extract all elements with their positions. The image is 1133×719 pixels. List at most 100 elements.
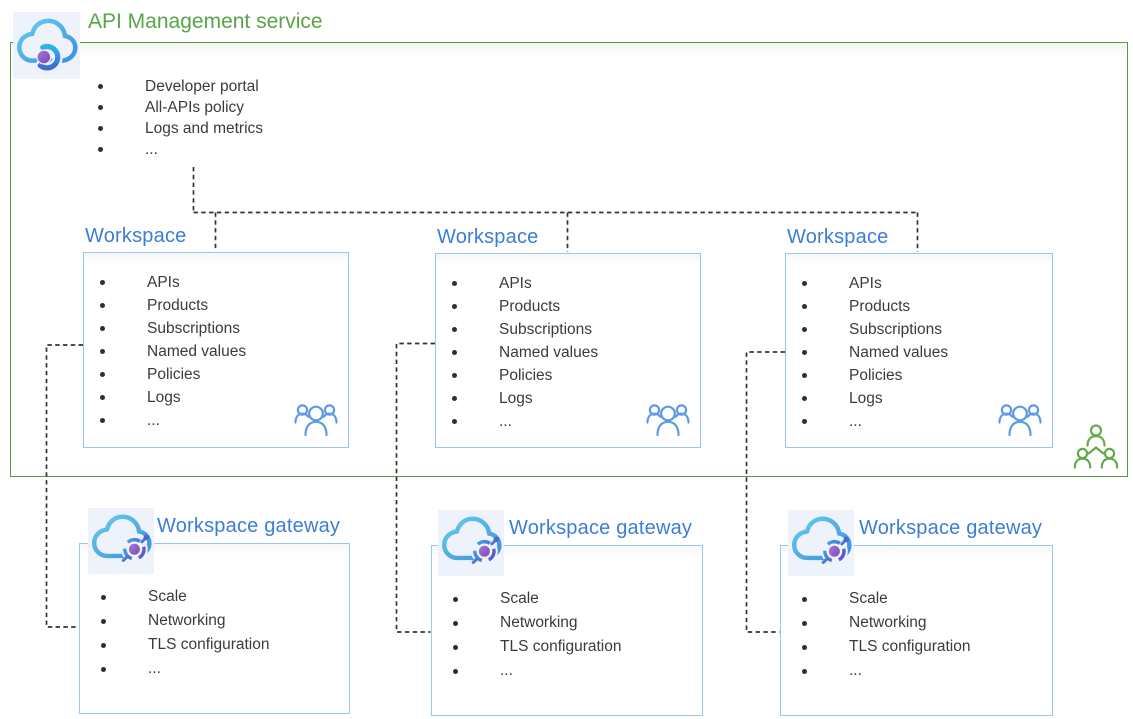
gateway-feature-list: Scale Networking TLS configuration ... bbox=[101, 585, 270, 681]
list-item: Scale bbox=[802, 587, 971, 611]
list-item: Named values bbox=[802, 341, 948, 364]
gateway-feature-list: Scale Networking TLS configuration ... bbox=[802, 587, 971, 683]
list-item: Logs bbox=[802, 387, 948, 410]
bullet-dot bbox=[101, 642, 106, 648]
list-item: TLS configuration bbox=[101, 633, 270, 657]
bullet-dot bbox=[452, 396, 457, 401]
bullet-dot bbox=[101, 666, 106, 672]
bullet-dot bbox=[802, 644, 807, 650]
list-item: Logs bbox=[100, 386, 246, 409]
list-item: Named values bbox=[100, 340, 246, 363]
bullet-dot bbox=[453, 596, 458, 602]
bullet-dot bbox=[452, 373, 457, 378]
workspace-1-box: APIs Products Subscriptions Named values… bbox=[83, 252, 349, 448]
list-item: Logs and metrics bbox=[98, 118, 263, 139]
list-item: Networking bbox=[453, 611, 622, 635]
bullet-dot bbox=[802, 596, 807, 602]
bullet-dot bbox=[452, 327, 457, 332]
list-item: Policies bbox=[100, 363, 246, 386]
bullet-dot bbox=[802, 668, 807, 674]
bullet-dot bbox=[101, 618, 106, 624]
people-group-icon bbox=[294, 404, 338, 437]
bullet-dot bbox=[100, 280, 105, 285]
workspace-feature-list: APIs Products Subscriptions Named values… bbox=[802, 272, 948, 433]
list-item: Logs bbox=[452, 387, 598, 410]
people-group-icon bbox=[646, 404, 690, 437]
list-item: Subscriptions bbox=[100, 317, 246, 340]
gateway-1-box: Scale Networking TLS configuration ... bbox=[79, 543, 350, 714]
bullet-dot bbox=[452, 350, 457, 355]
list-item: Products bbox=[100, 294, 246, 317]
list-item: Named values bbox=[452, 341, 598, 364]
list-item: Policies bbox=[802, 364, 948, 387]
bullet-dot bbox=[802, 419, 807, 424]
bullet-dot bbox=[453, 644, 458, 650]
bullet-dot bbox=[100, 349, 105, 354]
gateway-2-title: Workspace gateway bbox=[509, 517, 693, 539]
bullet-dot bbox=[100, 418, 105, 423]
list-item: TLS configuration bbox=[453, 635, 622, 659]
bullet-dot bbox=[100, 303, 105, 308]
workspace-1-title: Workspace bbox=[85, 225, 187, 247]
workspace-gateway-cloud-icon bbox=[88, 508, 154, 563]
list-item: Products bbox=[802, 295, 948, 318]
bullet-dot bbox=[802, 281, 807, 286]
gateway-3-title: Workspace gateway bbox=[859, 517, 1043, 539]
workspace-gateway-cloud-icon bbox=[438, 510, 504, 565]
bullet-dot bbox=[453, 620, 458, 626]
bullet-dot bbox=[98, 147, 103, 152]
list-item: APIs bbox=[452, 272, 598, 295]
gateway-feature-list: Scale Networking TLS configuration ... bbox=[453, 587, 622, 683]
bullet-dot bbox=[802, 304, 807, 309]
api-management-service-box bbox=[10, 42, 1128, 477]
list-item: ... bbox=[802, 659, 971, 683]
list-item: ... bbox=[452, 410, 598, 433]
bullet-dot bbox=[98, 126, 103, 131]
list-item: TLS configuration bbox=[802, 635, 971, 659]
list-item: Networking bbox=[802, 611, 971, 635]
list-item: Scale bbox=[453, 587, 622, 611]
list-item: ... bbox=[453, 659, 622, 683]
gateway-1-title: Workspace gateway bbox=[157, 515, 341, 537]
org-people-icon bbox=[1073, 424, 1119, 469]
api-management-service-title: API Management service bbox=[88, 10, 323, 33]
bullet-dot bbox=[452, 304, 457, 309]
bullet-dot bbox=[100, 326, 105, 331]
workspace-2-box: APIs Products Subscriptions Named values… bbox=[435, 253, 701, 448]
bullet-dot bbox=[802, 620, 807, 626]
list-item: ... bbox=[101, 657, 270, 681]
list-item: All-APIs policy bbox=[98, 97, 263, 118]
workspace-3-box: APIs Products Subscriptions Named values… bbox=[785, 253, 1053, 448]
bullet-dot bbox=[802, 396, 807, 401]
bullet-dot bbox=[98, 105, 103, 110]
bullet-dot bbox=[452, 419, 457, 424]
workspace-feature-list: APIs Products Subscriptions Named values… bbox=[100, 271, 246, 432]
bullet-dot bbox=[802, 327, 807, 332]
service-feature-list: Developer portal All-APIs policy Logs an… bbox=[98, 76, 263, 160]
workspace-3-title: Workspace bbox=[787, 226, 889, 248]
workspace-gateway-cloud-icon bbox=[788, 510, 854, 565]
bullet-dot bbox=[100, 372, 105, 377]
bullet-dot bbox=[101, 594, 106, 600]
list-item: Products bbox=[452, 295, 598, 318]
list-item: Networking bbox=[101, 609, 270, 633]
bullet-dot bbox=[98, 84, 103, 89]
bullet-dot bbox=[453, 668, 458, 674]
list-item: ... bbox=[98, 139, 263, 160]
bullet-dot bbox=[802, 373, 807, 378]
list-item: APIs bbox=[802, 272, 948, 295]
list-item: Scale bbox=[101, 585, 270, 609]
people-group-icon bbox=[998, 404, 1042, 437]
list-item: APIs bbox=[100, 271, 246, 294]
list-item: Policies bbox=[452, 364, 598, 387]
list-item: Subscriptions bbox=[802, 318, 948, 341]
list-item: ... bbox=[100, 409, 246, 432]
workspace-2-title: Workspace bbox=[437, 226, 539, 248]
list-item: Developer portal bbox=[98, 76, 263, 97]
bullet-dot bbox=[802, 350, 807, 355]
list-item: Subscriptions bbox=[452, 318, 598, 341]
api-management-cloud-icon bbox=[13, 12, 80, 73]
workspace-feature-list: APIs Products Subscriptions Named values… bbox=[452, 272, 598, 433]
gateway-3-box: Scale Networking TLS configuration ... bbox=[780, 545, 1053, 716]
